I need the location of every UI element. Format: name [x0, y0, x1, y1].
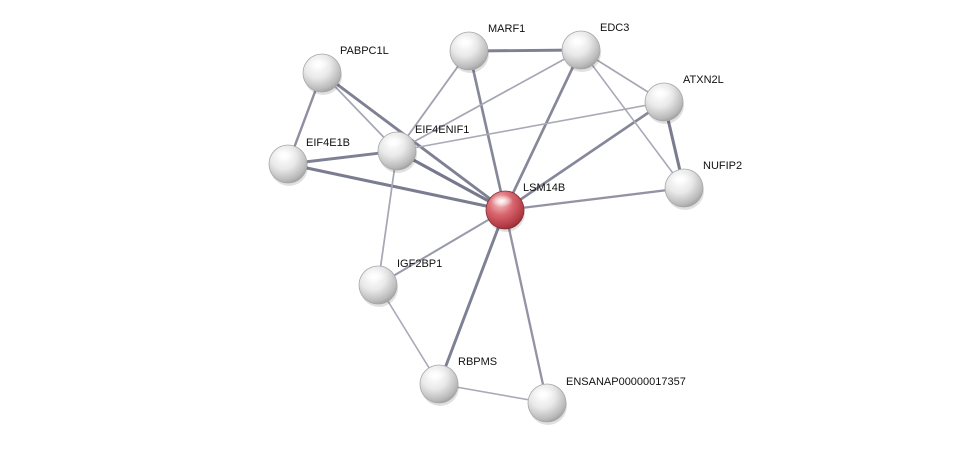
edge-lsm14b-eif4enif1[interactable] — [395, 149, 507, 212]
edge-lsm14b-edc3[interactable] — [503, 48, 583, 212]
node-label-edc3: EDC3 — [600, 22, 629, 34]
edge-edc3-eif4enif1[interactable] — [396, 49, 582, 152]
node-edc3[interactable]: EDC3 — [561, 22, 629, 72]
node-highlight — [425, 369, 447, 381]
node-label-nufip2: NUFIP2 — [703, 160, 742, 172]
edge-lsm14b-eif4e1b[interactable] — [286, 162, 507, 212]
node-label-igf2bp1: IGF2BP1 — [397, 258, 442, 270]
node-label-lsm14b: LSM14B — [523, 182, 565, 194]
edge-lsm14b-marf1[interactable] — [467, 49, 507, 212]
node-igf2bp1[interactable]: IGF2BP1 — [358, 258, 442, 307]
node-eif4e1b[interactable]: EIF4E1B — [268, 137, 350, 186]
edge-atxn2l-eif4enif1[interactable] — [396, 101, 665, 152]
edge-lsm14b-atxn2l[interactable] — [503, 100, 666, 212]
node-atxn2l[interactable]: ATXN2L — [644, 74, 724, 124]
node-lsm14b[interactable]: LSM14B — [485, 182, 565, 232]
edge-lsm14b-nufip2[interactable] — [503, 186, 686, 212]
edge-lsm14b-rbpms[interactable] — [437, 208, 507, 386]
node-label-ensanap00000017357: ENSANAP00000017357 — [566, 376, 686, 388]
node-highlight — [533, 388, 555, 400]
edge-edc3-nufip2[interactable] — [580, 49, 685, 189]
node-label-marf1: MARF1 — [488, 23, 525, 35]
node-label-rbpms: RBPMS — [458, 356, 497, 368]
node-highlight — [455, 36, 477, 48]
node-ensanap00000017357[interactable]: ENSANAP00000017357 — [527, 376, 686, 425]
node-highlight — [274, 149, 296, 161]
edge-lsm14b-igf2bp1[interactable] — [376, 208, 507, 287]
node-highlight — [383, 136, 405, 148]
node-label-eif4e1b: EIF4E1B — [306, 137, 350, 149]
node-highlight — [491, 195, 513, 207]
edge-lsm14b-ensanap00000017357[interactable] — [503, 208, 549, 405]
node-nufip2[interactable]: NUFIP2 — [664, 160, 742, 210]
node-label-pabpc1l: PABPC1L — [340, 45, 389, 57]
node-highlight — [650, 87, 672, 99]
node-highlight — [364, 270, 386, 282]
node-eif4enif1[interactable]: EIF4ENIF1 — [377, 124, 469, 173]
node-label-atxn2l: ATXN2L — [683, 74, 724, 86]
node-label-eif4enif1: EIF4ENIF1 — [415, 124, 469, 136]
node-highlight — [567, 35, 589, 47]
node-pabpc1l[interactable]: PABPC1L — [302, 45, 389, 95]
node-rbpms[interactable]: RBPMS — [419, 356, 497, 406]
node-marf1[interactable]: MARF1 — [449, 23, 525, 73]
edge-eif4enif1-igf2bp1[interactable] — [377, 150, 398, 286]
edges-layer — [286, 48, 686, 405]
edge-marf1-eif4enif1[interactable] — [396, 50, 470, 152]
node-highlight — [308, 58, 330, 70]
node-highlight — [670, 173, 692, 185]
